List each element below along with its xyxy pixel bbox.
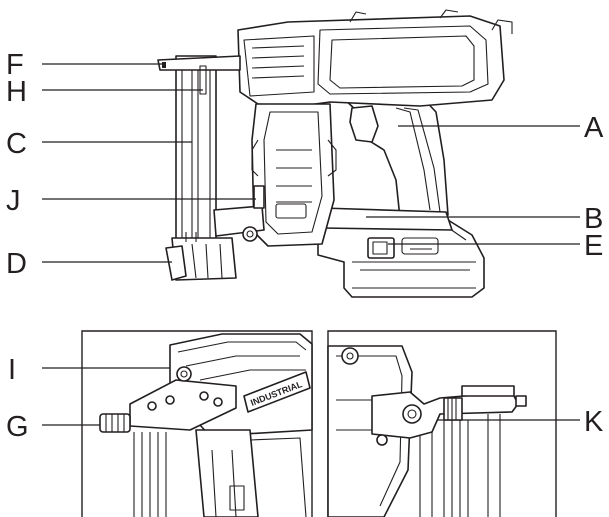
- callout-label-h: H: [6, 76, 27, 108]
- trigger: [349, 105, 379, 143]
- callout-label-c: C: [6, 128, 27, 160]
- depth-adjust-wheel: [99, 413, 131, 433]
- callout-label-d: D: [6, 248, 27, 280]
- callout-label-i: I: [8, 354, 16, 386]
- battery-mount-base: [321, 207, 453, 231]
- adjust-knob: [402, 404, 422, 424]
- callout-label-a: A: [584, 112, 604, 144]
- detail-view-top-left: INDUSTRIAL: [81, 330, 313, 517]
- callout-label-e: E: [584, 230, 603, 262]
- magazine-latch: [253, 185, 265, 209]
- callout-label-g: G: [6, 411, 29, 443]
- callout-label-f: F: [6, 49, 24, 81]
- front-magazine-housing: [251, 103, 337, 247]
- nailer-side-view: [157, 9, 513, 298]
- nose-depth-adjuster: [165, 232, 237, 281]
- battery-pack: [317, 214, 485, 298]
- callout-label-b: B: [584, 203, 603, 235]
- detail-view-top-right: [327, 330, 557, 517]
- motor-housing: [237, 9, 513, 107]
- drive-guide: [157, 55, 265, 247]
- callout-label-k: K: [584, 406, 604, 438]
- callout-label-j: J: [6, 185, 21, 217]
